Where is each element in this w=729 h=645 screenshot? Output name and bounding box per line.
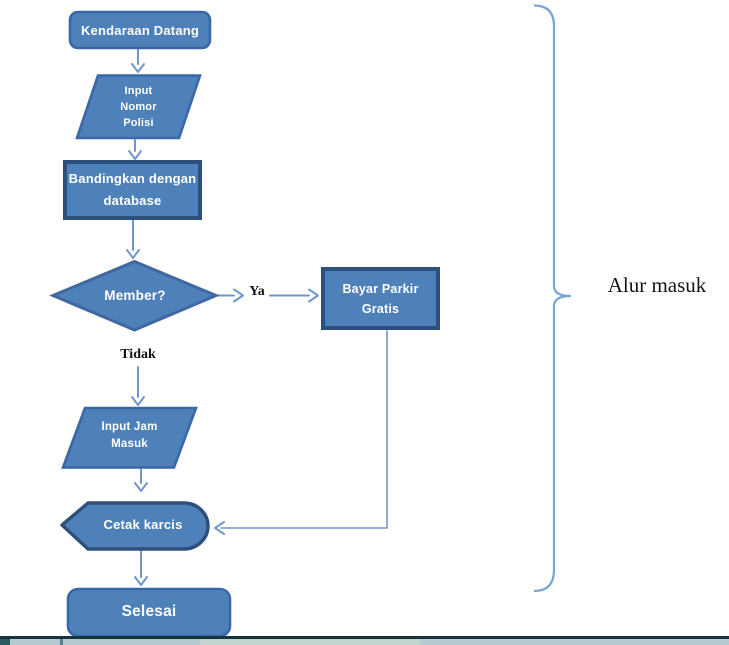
node-input-police-shape xyxy=(75,74,202,140)
page-bottom-strip-accent xyxy=(60,639,63,645)
page-bottom-edge-line xyxy=(0,636,729,639)
connector-print-to-end xyxy=(134,550,148,586)
connector-inputtime-to-print xyxy=(134,468,148,492)
node-decision-member-shape xyxy=(49,259,220,332)
page-bottom-strip-accent xyxy=(0,639,10,645)
connector-start-to-input xyxy=(131,48,145,73)
node-print-ticket-shape xyxy=(60,501,210,551)
connector-parking-to-print xyxy=(214,330,388,535)
connector-decision-no xyxy=(131,366,145,406)
connector-compare-to-decision xyxy=(126,219,140,259)
bracket-label: Alur masuk xyxy=(607,272,707,297)
node-free-parking-shape xyxy=(321,267,440,330)
node-start-shape xyxy=(68,10,212,50)
right-brace xyxy=(533,4,572,593)
connector-decision-yes-1 xyxy=(217,288,244,303)
node-input-time-shape xyxy=(61,406,198,469)
node-end-shape xyxy=(66,587,232,638)
node-compare-db-shape xyxy=(63,160,202,220)
edge-label-yes: Ya xyxy=(249,284,265,299)
connector-decision-yes-2 xyxy=(269,288,319,303)
edge-label-no: Tidak xyxy=(120,347,156,362)
page-bottom-strip-accent xyxy=(200,639,420,645)
connector-input-to-compare xyxy=(128,139,142,160)
